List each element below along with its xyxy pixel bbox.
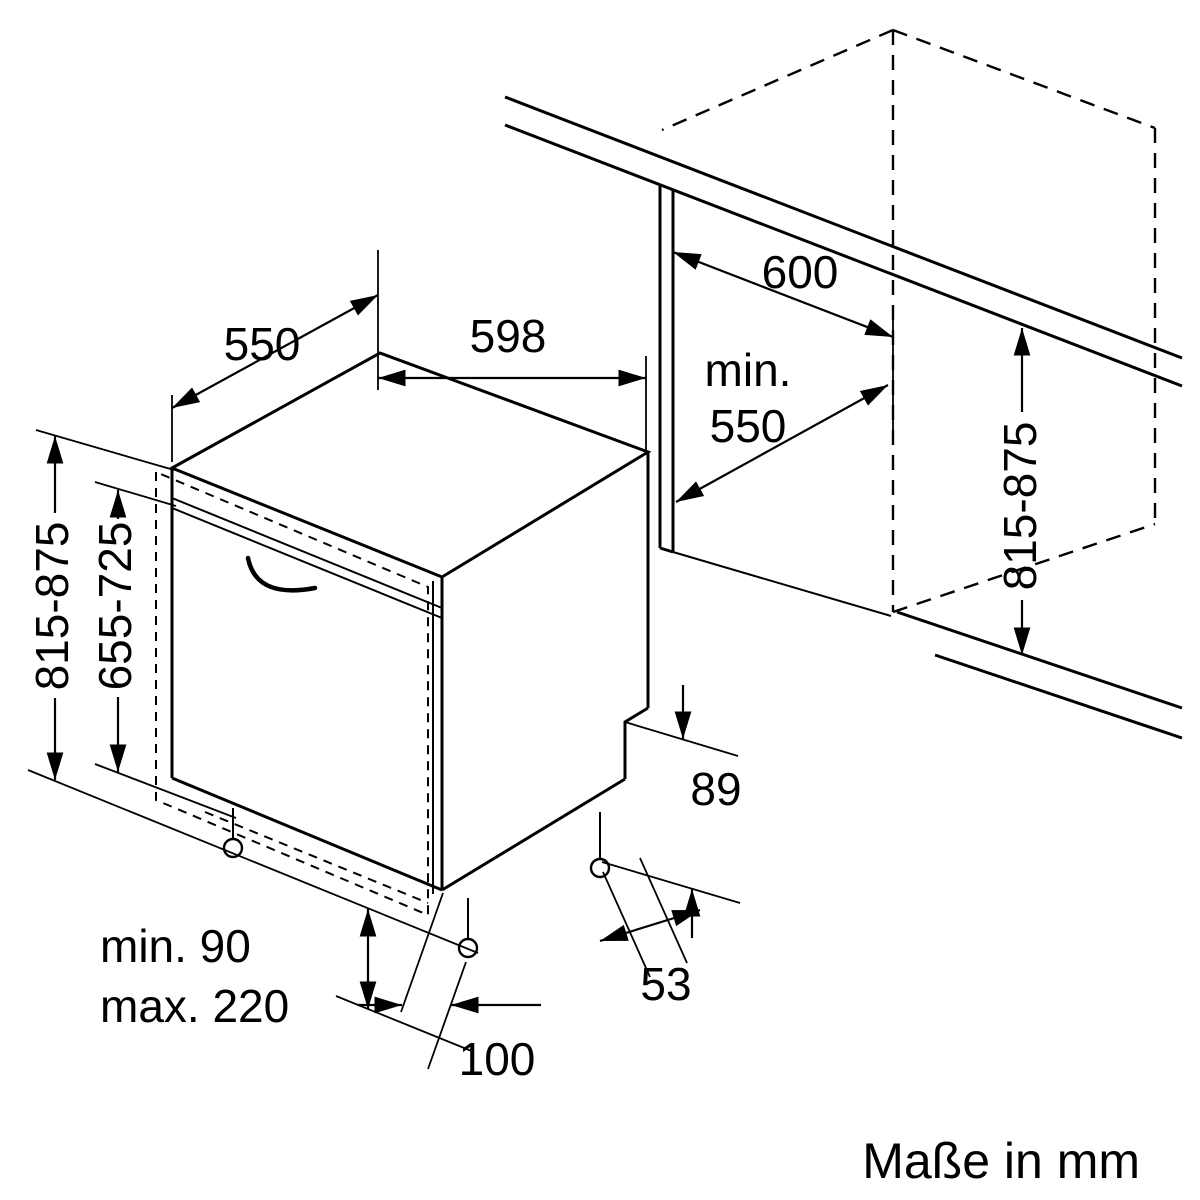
cabinet-niche-hidden-edges	[661, 28, 1157, 614]
label-recess-height-89: 89	[690, 763, 741, 815]
floor-reference-line	[27, 769, 479, 954]
niche-side-wall-bottom-edge	[659, 546, 674, 554]
door-top-edge	[171, 497, 443, 609]
niche-top-right-edge	[892, 28, 1156, 130]
label-niche-height-815-875: 815-875	[994, 422, 1046, 591]
ext-door-bottom-slant	[94, 763, 237, 819]
dimension-lines	[46, 250, 1031, 1014]
door-top-inner-edge	[171, 507, 443, 619]
label-niche-depth-min: min.	[705, 344, 792, 396]
ext-foot-setback-right	[427, 961, 467, 1070]
ext-height-top-slant	[35, 429, 175, 471]
furniture-door-outline-dashed	[155, 470, 429, 917]
ext-recess-top	[624, 721, 739, 757]
rear-foot	[589, 857, 611, 879]
dim-line-recess-depth-53	[599, 908, 701, 943]
appliance-drawing	[155, 351, 652, 959]
ext-foot-setback-left	[400, 892, 444, 1013]
plinth-recess-dashed-line	[204, 811, 429, 904]
niche-bottom-back-edge	[892, 522, 1156, 614]
niche-top-left-edge	[661, 28, 894, 132]
countertop-top-edge	[504, 95, 1183, 360]
door-handle	[245, 555, 318, 593]
niche-floor-left-edge	[672, 551, 892, 617]
appliance-rear-recess-step	[623, 706, 649, 779]
ext-door-top-slant	[94, 481, 177, 507]
label-left-height-815-875: 815-875	[26, 522, 78, 691]
label-plinth-min-90: min. 90	[100, 920, 251, 972]
ext-recess-depth-right	[639, 857, 688, 964]
label-foot-setback-100: 100	[459, 1033, 536, 1085]
appliance-top-face	[168, 351, 652, 579]
appliance-front-bottom-edge	[171, 776, 443, 892]
label-niche-depth-550: 550	[710, 400, 787, 452]
label-door-height-655-725: 655-725	[89, 522, 141, 691]
label-plinth-max-220: max. 220	[100, 980, 289, 1032]
ext-recess-bottom	[601, 861, 741, 904]
dimension-labels: 550 598 600 min. 550 815-875 655-725 815…	[26, 246, 1140, 1189]
countertop-bottom-edge	[504, 123, 1183, 388]
label-niche-width-600: 600	[762, 246, 839, 298]
appliance-side-bottom-edge	[441, 777, 626, 892]
cabinet-niche-solid	[504, 95, 1183, 740]
label-width-598: 598	[470, 310, 547, 362]
footer-units-label: Maße in mm	[862, 1133, 1140, 1189]
dim-line-niche-depth-550	[675, 384, 889, 503]
dim-line-niche-width-600	[672, 250, 894, 339]
label-recess-depth-53: 53	[640, 958, 691, 1010]
label-depth-550: 550	[224, 318, 301, 370]
niche-floor-front-edge	[896, 610, 1183, 710]
dim-line-depth-550	[171, 294, 379, 409]
niche-floor-lower-edge	[934, 653, 1183, 740]
